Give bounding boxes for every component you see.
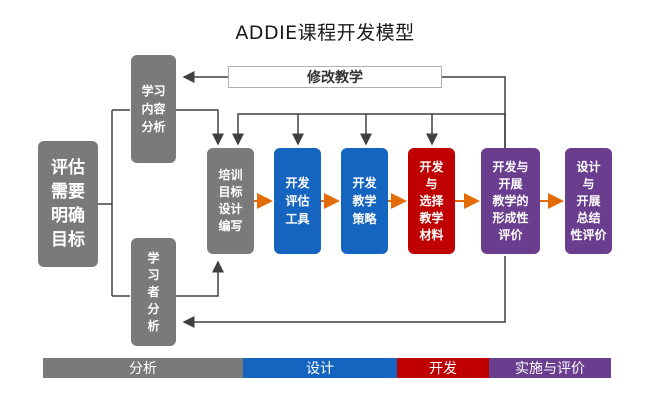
node-assess-needs: 评估 需要 明确 目标	[38, 141, 98, 267]
revise-loop-bottom	[182, 256, 506, 328]
node-assessment-tools: 开发 评估 工具	[274, 148, 321, 254]
phase-design: 设计	[243, 358, 397, 378]
node-strategy: 开发 教学 策略	[341, 148, 388, 254]
node-objectives: 培训 目标 设计 编写	[207, 148, 254, 254]
phase-analysis: 分析	[43, 358, 243, 378]
revise-instruction-box: 修改教学	[228, 66, 442, 88]
brace-connector	[98, 109, 130, 297]
feedback-bus-inner	[232, 113, 506, 148]
arrow-content-to-objectives	[176, 109, 224, 146]
node-formative-eval: 开发与 开展 教学的 形成性 评价	[481, 148, 540, 254]
revise-loop-top	[442, 76, 506, 148]
node-learning-content: 学习 内容 分析	[131, 55, 176, 163]
node-materials: 开发 与 选择 教学 材料	[408, 148, 455, 254]
phase-development: 开发	[397, 358, 489, 378]
node-learner-analysis: 学 习 者 分 析	[131, 238, 176, 346]
node-summative-eval: 设计 与 开展 总结 性评价	[565, 148, 612, 254]
arrow-learner-to-objectives	[176, 260, 224, 297]
diagram-title: ADDIE课程开发模型	[235, 22, 415, 44]
phase-implement-evaluate: 实施与评价	[489, 358, 611, 378]
